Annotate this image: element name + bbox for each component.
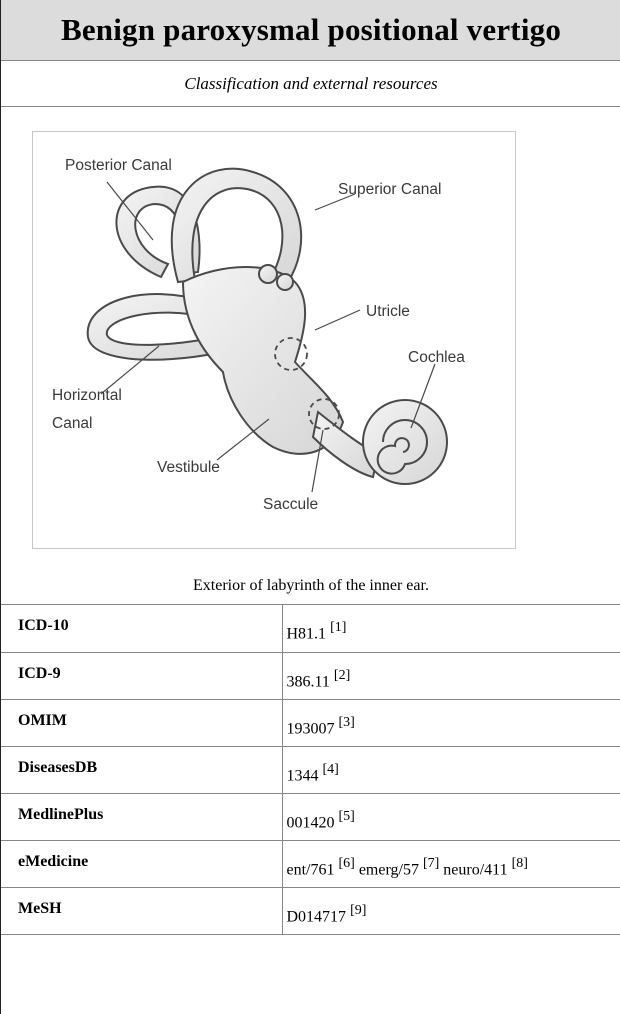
utricle-label: Utricle <box>366 303 410 320</box>
reference-link[interactable]: [6] <box>339 856 355 871</box>
labyrinth-illustration: Posterior Canal Superior Canal Utricle C… <box>33 132 517 550</box>
figure-caption: Exterior of labyrinth of the inner ear. <box>1 577 620 595</box>
code-link[interactable]: 1344 <box>287 767 319 784</box>
code-link[interactable]: H81.1 <box>287 625 327 642</box>
title-bar: Benign paroxysmal positional vertigo <box>1 0 620 61</box>
row-key: MedlinePlus <box>1 793 282 840</box>
horizontal-canal-label-line1: Horizontal <box>52 387 122 404</box>
code-link[interactable]: emerg/57 <box>359 861 419 878</box>
page-title: Benign paroxysmal positional vertigo <box>61 12 561 48</box>
code-link[interactable]: 001420 <box>287 814 335 831</box>
image-section: Posterior Canal Superior Canal Utricle C… <box>1 107 620 605</box>
horizontal-canal-label-line2: Canal <box>52 415 93 432</box>
saccule-label: Saccule <box>263 496 318 513</box>
subtitle: Classification and external resources <box>184 74 437 94</box>
posterior-canal-label: Posterior Canal <box>65 157 172 174</box>
reference-link[interactable]: [3] <box>339 715 355 730</box>
row-value: 386.11 [2] <box>282 652 620 699</box>
code-link[interactable]: 193007 <box>287 720 335 737</box>
row-value: ent/761 [6] emerg/57 [7] neuro/411 [8] <box>282 840 620 887</box>
row-value: 193007 [3] <box>282 699 620 746</box>
row-value: 001420 [5] <box>282 793 620 840</box>
reference-link[interactable]: [7] <box>423 856 439 871</box>
cochlea-label: Cochlea <box>408 349 465 366</box>
row-value: H81.1 [1] <box>282 605 620 652</box>
code-link[interactable]: neuro/411 <box>443 861 507 878</box>
inner-ear-figure[interactable]: Posterior Canal Superior Canal Utricle C… <box>32 131 516 549</box>
reference-link[interactable]: [9] <box>350 903 366 918</box>
row-key: DiseasesDB <box>1 746 282 793</box>
row-key: MeSH <box>1 887 282 934</box>
reference-link[interactable]: [1] <box>330 620 346 635</box>
labyrinth-shape <box>88 169 447 484</box>
code-link[interactable]: 386.11 <box>287 673 330 690</box>
subtitle-bar: Classification and external resources <box>1 61 620 107</box>
superior-canal-label: Superior Canal <box>338 181 441 198</box>
row-key: eMedicine <box>1 840 282 887</box>
reference-link[interactable]: [5] <box>339 809 355 824</box>
reference-link[interactable]: [8] <box>512 856 528 871</box>
code-link[interactable]: D014717 <box>287 908 347 925</box>
row-key: ICD-10 <box>1 605 282 652</box>
row-key: OMIM <box>1 699 282 746</box>
code-link[interactable]: ent/761 <box>287 861 335 878</box>
reference-link[interactable]: [2] <box>334 668 350 683</box>
row-value: 1344 [4] <box>282 746 620 793</box>
reference-link[interactable]: [4] <box>323 762 339 777</box>
row-key: ICD-9 <box>1 652 282 699</box>
vestibule-label: Vestibule <box>157 459 220 476</box>
row-value: D014717 [9] <box>282 887 620 934</box>
